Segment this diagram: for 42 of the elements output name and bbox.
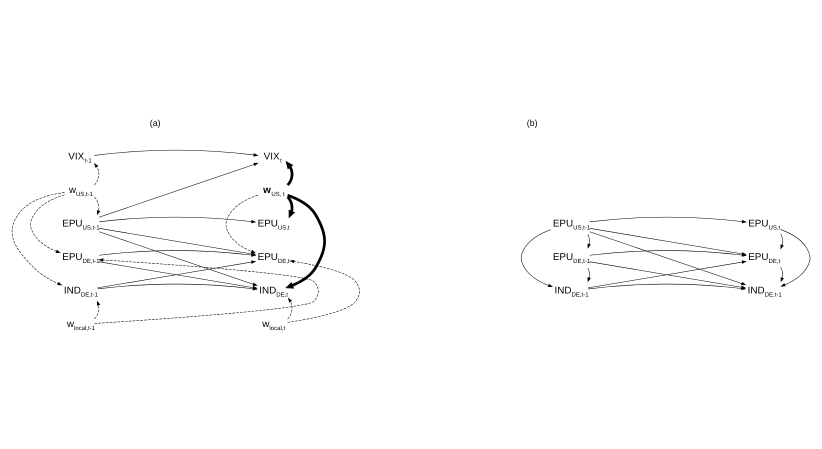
arrow (286, 196, 296, 218)
node-text: w$_{US,t-1}$ (68, 184, 94, 198)
arrow (520, 229, 554, 288)
arrow (226, 194, 258, 254)
node-text: w$_{local,t-1}$ (66, 318, 96, 332)
arrow (94, 150, 259, 157)
node-text: VIX$_{t-1}$ (68, 151, 92, 164)
node-text: IND$_{DE,t-1}$ (554, 285, 589, 298)
node-text: VIX$_{t}$ (264, 151, 282, 164)
arrow (94, 258, 319, 324)
node-text: IND$_{DE,t-1}$ (748, 285, 782, 298)
arrow (94, 300, 100, 320)
arrow (590, 216, 747, 224)
node-text: EPU$_{US,t}$ (258, 218, 290, 232)
arrow (98, 162, 259, 218)
node-text: IND$_{DE,t}$ (259, 285, 288, 298)
arrow (588, 268, 591, 282)
node-text: EPU$_{DE,t-1}$ (62, 252, 100, 265)
arrow (286, 160, 294, 186)
arrow (12, 192, 65, 286)
arrow (588, 234, 591, 249)
arrow (780, 266, 784, 282)
arrow (94, 196, 100, 216)
arrow (285, 194, 326, 289)
arrow (780, 229, 810, 287)
label: (a) (150, 118, 160, 128)
label: (b) (526, 118, 538, 128)
arrow (287, 260, 360, 323)
node-text: EPU$_{DE,t-1}$ (552, 252, 590, 265)
node-text: EPU$_{DE,t}$ (748, 252, 780, 265)
arrow (287, 298, 292, 320)
node-text: IND$_{DE,t-1}$ (64, 285, 98, 298)
node-text: w$_{local,t}$ (262, 318, 286, 332)
node-text: EPU$_{DE,t}$ (258, 252, 290, 265)
arrow (94, 162, 100, 186)
node-text: w$_{US, t}$ (263, 184, 285, 198)
node-text: EPU$_{US,t}$ (748, 218, 780, 232)
arrow (98, 216, 256, 224)
arrow (30, 194, 65, 254)
node-text: EPU$_{US,t-1}$ (62, 218, 100, 232)
node-text: EPU$_{US,t-1}$ (552, 218, 590, 232)
arrow (780, 233, 784, 250)
